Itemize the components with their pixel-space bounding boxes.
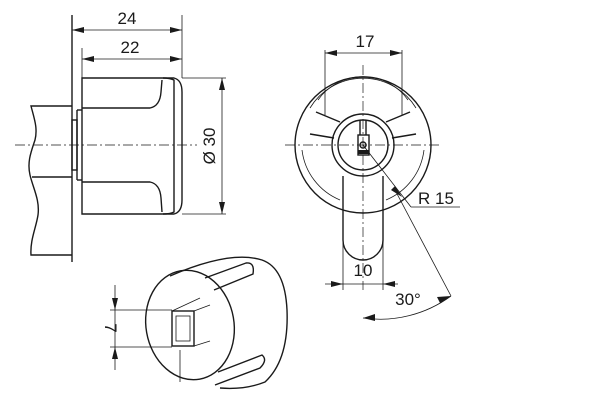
arrow-17-right <box>390 50 402 56</box>
arrow-10-left <box>331 281 343 287</box>
iso-upper-slot <box>204 262 255 291</box>
inner-rim-left <box>301 149 341 201</box>
end-cap <box>163 77 183 215</box>
dim-24-label: 24 <box>118 9 137 28</box>
inner-rim-right <box>385 149 425 201</box>
upper-groove <box>82 79 163 109</box>
arrow-radius <box>391 186 402 197</box>
iso-square-edge <box>193 304 211 312</box>
arrow-7-bottom <box>112 347 118 359</box>
front-view: 17 R 15 10 30° <box>285 32 460 321</box>
iso-square-edge <box>193 340 211 347</box>
iso-square-inner <box>175 315 191 342</box>
arrow-dia-bottom <box>219 202 225 214</box>
angle-leg <box>394 189 452 297</box>
dim-angle-label: 30° <box>395 290 421 309</box>
arrow-7-top <box>112 298 118 310</box>
dim-radius-label: R 15 <box>418 189 454 208</box>
arrow-24-right <box>170 27 182 33</box>
inner-rim-top2 <box>317 76 409 101</box>
dim-7-label: 7 <box>101 323 120 332</box>
iso-outer-shell <box>169 256 288 390</box>
arrow-angle-right <box>437 296 451 303</box>
arrow-10-right <box>383 281 395 287</box>
arrow-angle-left <box>363 314 375 321</box>
dim-22-label: 22 <box>121 38 140 57</box>
iso-square-drive <box>171 310 195 347</box>
dim-17-label: 17 <box>356 32 375 51</box>
spoke <box>309 133 335 139</box>
iso-lower-slot <box>214 354 266 386</box>
lower-groove <box>82 181 163 213</box>
spoke <box>315 111 341 123</box>
side-view: 24 22 Ø 30 <box>15 9 226 262</box>
spoke <box>385 111 411 123</box>
slot-fill <box>358 150 369 154</box>
spoke <box>391 133 417 139</box>
iso-square-edge <box>171 297 201 312</box>
arrow-22-right <box>170 56 182 62</box>
arrow-24-left <box>72 27 84 33</box>
iso-view: 7 <box>101 256 288 390</box>
iso-front-rim <box>144 269 236 381</box>
radius-leader <box>362 144 412 208</box>
arrow-22-left <box>82 56 94 62</box>
arrow-dia-top <box>219 78 225 90</box>
wall-section <box>28 105 72 256</box>
dim-10-label: 10 <box>354 261 373 280</box>
arrow-17-left <box>325 50 337 56</box>
dim-diameter-label: Ø 30 <box>200 128 219 165</box>
